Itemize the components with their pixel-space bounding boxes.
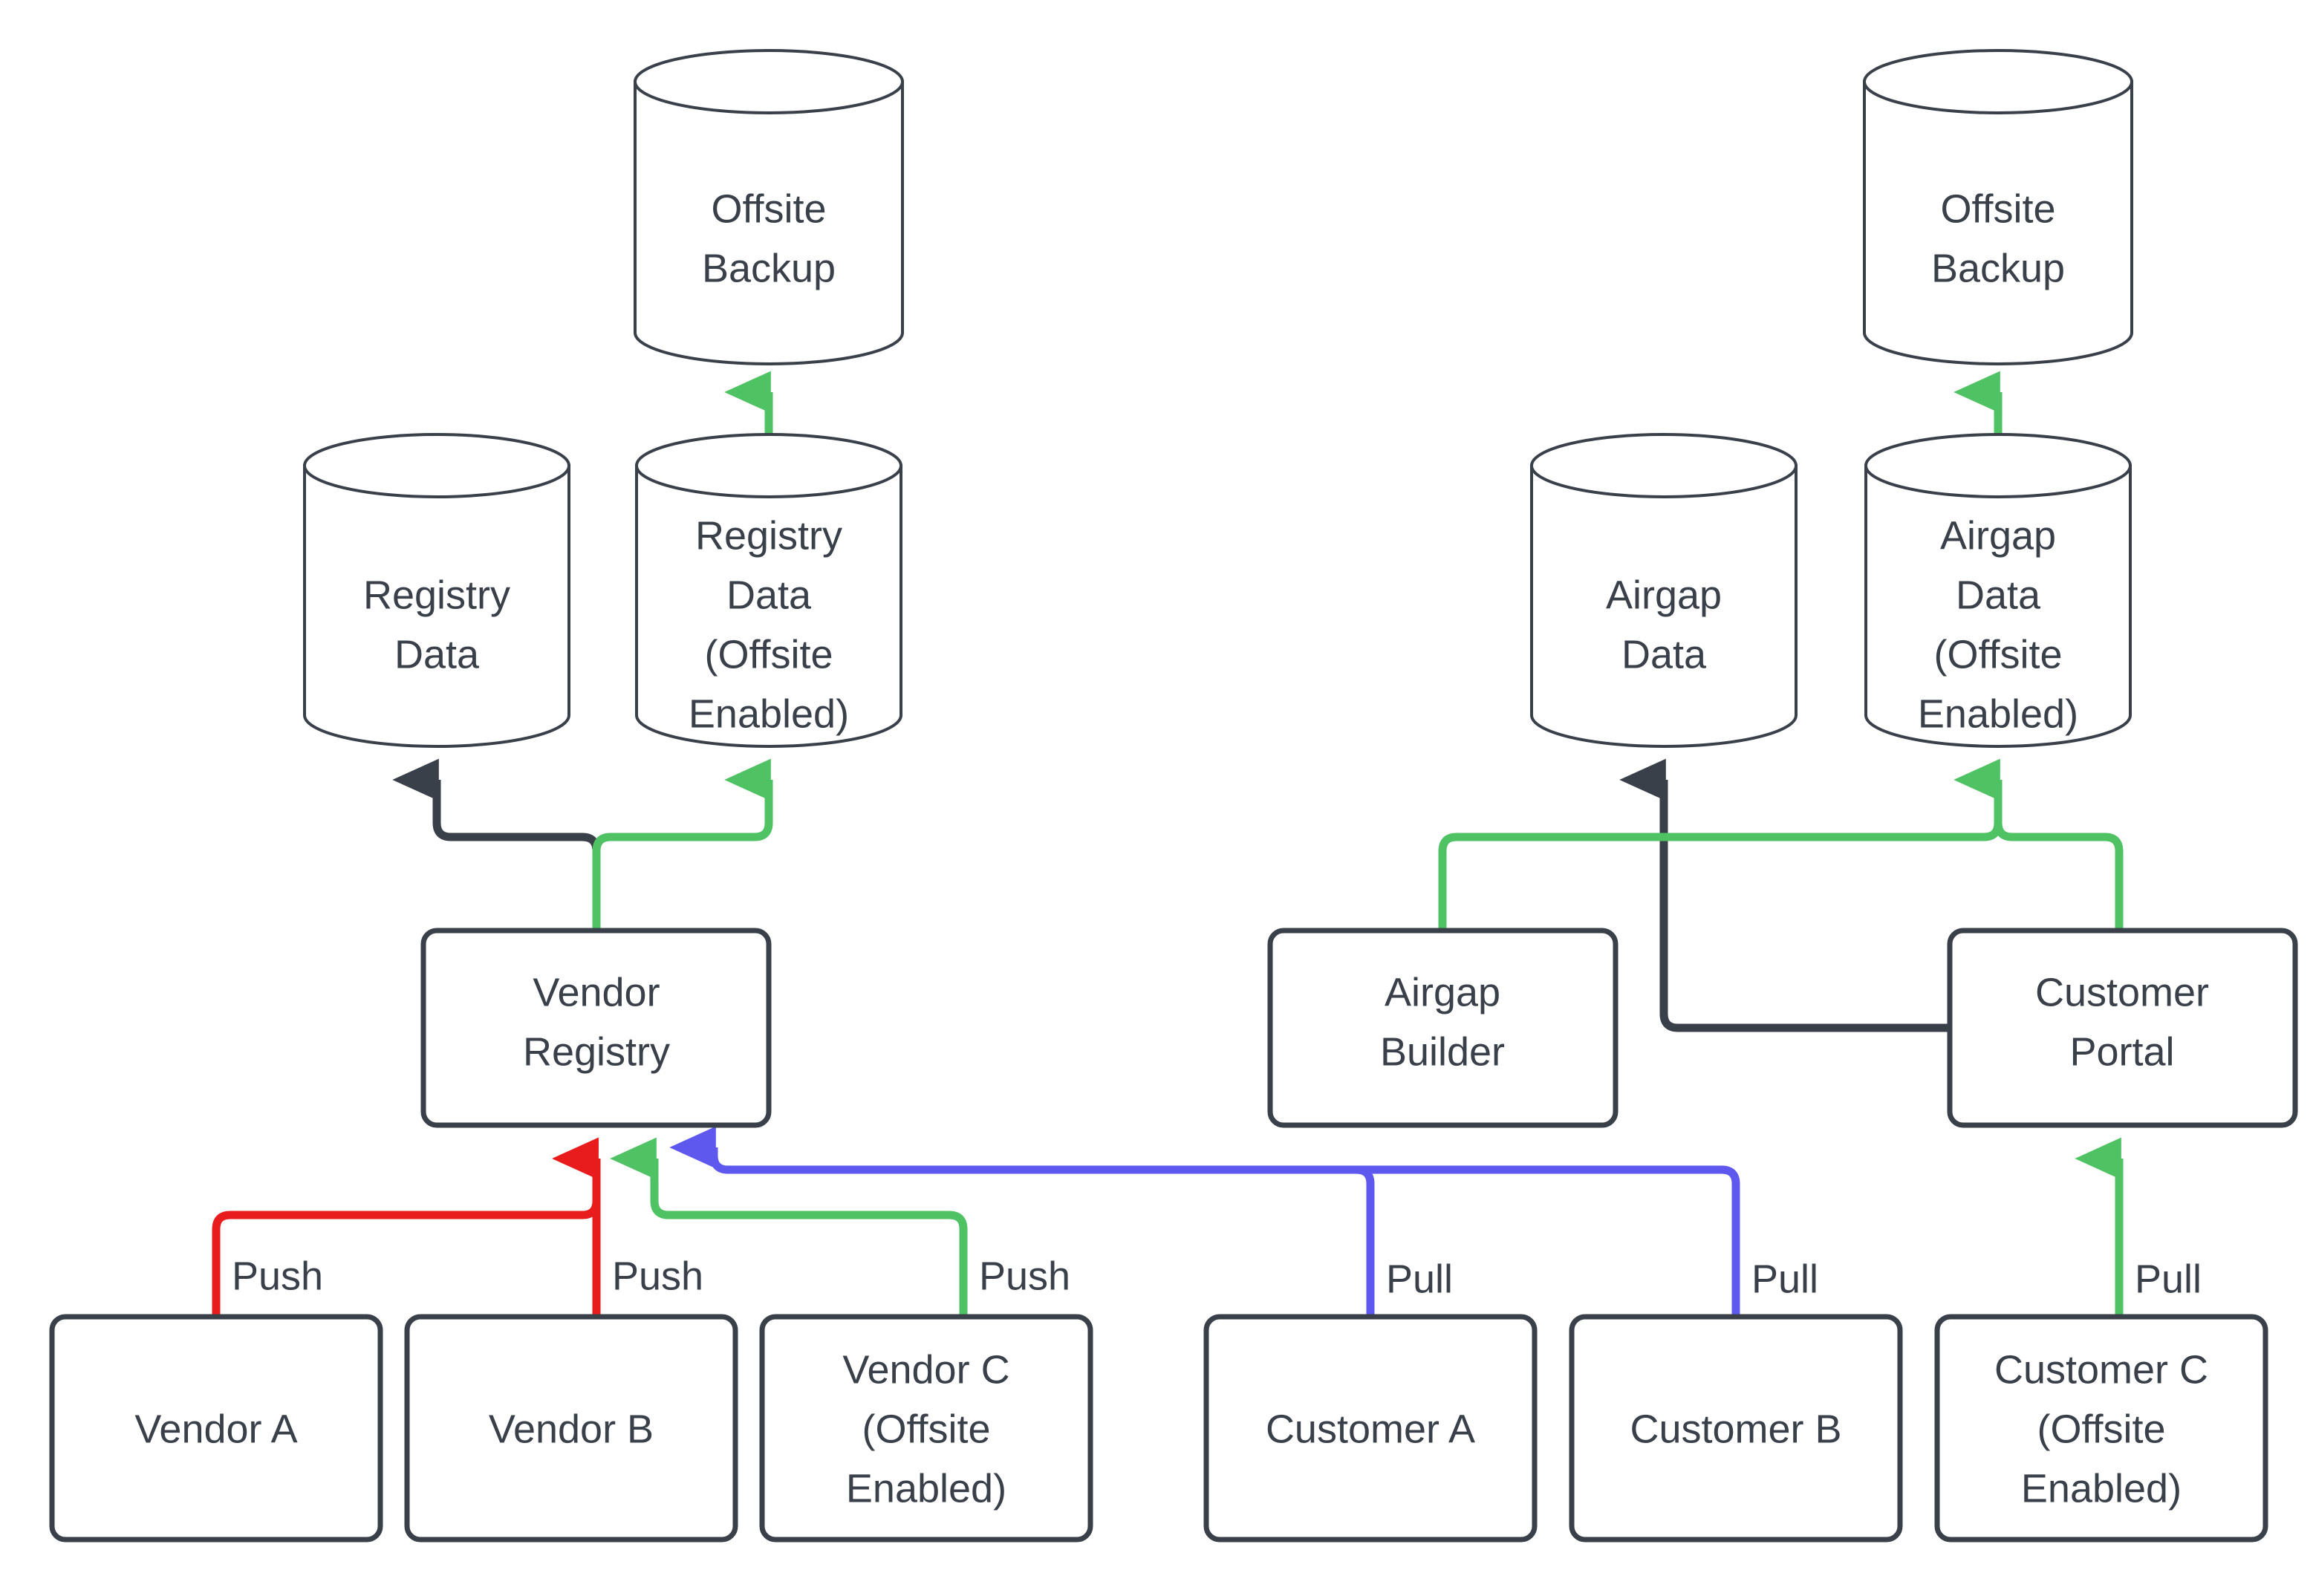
airgap-data-offsite-label-4: Enabled)	[1918, 691, 2078, 736]
edge-portal-to-airgap-data	[1619, 758, 1950, 1032]
edge-registry-to-data	[392, 758, 601, 931]
offsite-backup-left-label-1: Offsite	[711, 186, 826, 231]
vendor-c-label-1: Vendor C	[842, 1347, 1009, 1392]
node-registry-data[interactable]: Registry Data	[303, 433, 570, 748]
node-vendor-a[interactable]: Vendor A	[49, 1314, 383, 1543]
customer-b-label: Customer B	[1630, 1407, 1841, 1451]
customer-c-label-2: (Offsite	[2037, 1407, 2165, 1451]
airgap-data-label-2: Data	[1621, 632, 1707, 677]
customer-a-label: Customer A	[1266, 1407, 1475, 1451]
node-vendor-b[interactable]: Vendor B	[404, 1314, 738, 1543]
edge-label-push-2: Push	[612, 1254, 703, 1298]
registry-data-offsite-label-4: Enabled)	[689, 691, 849, 736]
customer-c-label-1: Customer C	[1994, 1347, 2208, 1392]
node-customer-portal[interactable]: Customer Portal	[1947, 928, 2298, 1128]
registry-data-offsite-label-2: Data	[726, 573, 812, 617]
edge-registry-to-data-offsite	[592, 758, 773, 931]
offsite-backup-right-label-1: Offsite	[1940, 186, 2055, 231]
registry-data-offsite-label-1: Registry	[695, 513, 842, 558]
vendor-registry-label-1: Vendor	[533, 970, 660, 1014]
node-airgap-data[interactable]: Airgap Data	[1530, 433, 1798, 748]
customer-portal-label-2: Portal	[2069, 1029, 2174, 1074]
vendor-b-label: Vendor B	[489, 1407, 654, 1451]
vendor-c-label-3: Enabled)	[846, 1466, 1006, 1511]
customer-portal-label-1: Customer	[2035, 970, 2209, 1014]
customer-c-label-3: Enabled)	[2021, 1466, 2182, 1511]
node-offsite-backup-left[interactable]: Offsite Backup	[634, 49, 904, 365]
airgap-data-label-1: Airgap	[1606, 573, 1722, 617]
registry-data-label-1: Registry	[363, 573, 510, 617]
edge-label-pull-1: Pull	[1386, 1257, 1453, 1301]
node-customer-c[interactable]: Customer C (Offsite Enabled)	[1934, 1314, 2268, 1543]
airgap-data-offsite-label-2: Data	[1956, 573, 2041, 617]
node-customer-b[interactable]: Customer B	[1569, 1314, 1903, 1543]
registry-data-label-2: Data	[394, 632, 480, 677]
airgap-builder-label-2: Builder	[1380, 1029, 1505, 1074]
vendor-c-label-2: (Offsite	[862, 1407, 990, 1451]
edge-vendor-c-push	[610, 1137, 968, 1317]
edge-customer-b-pull	[728, 1165, 1740, 1317]
edge-builder-to-airgap-offsite	[1438, 758, 2003, 931]
node-registry-data-offsite[interactable]: Registry Data (Offsite Enabled)	[635, 433, 902, 748]
node-vendor-c[interactable]: Vendor C (Offsite Enabled)	[759, 1314, 1093, 1543]
edge-label-push-3: Push	[979, 1254, 1070, 1298]
edge-portal-to-airgap-offsite	[1994, 780, 2124, 931]
offsite-backup-left-label-2: Backup	[702, 246, 836, 290]
edge-label-push-1: Push	[232, 1254, 323, 1298]
node-airgap-data-offsite[interactable]: Airgap Data (Offsite Enabled)	[1864, 433, 2132, 748]
vendor-a-label: Vendor A	[134, 1407, 297, 1451]
edge-label-pull-2: Pull	[1751, 1257, 1818, 1301]
node-offsite-backup-right[interactable]: Offsite Backup	[1863, 49, 2133, 365]
node-vendor-registry[interactable]: Vendor Registry	[420, 928, 772, 1128]
airgap-data-offsite-label-1: Airgap	[1940, 513, 2056, 558]
airgap-builder-label-1: Airgap	[1385, 970, 1500, 1014]
airgap-data-offsite-label-3: (Offsite	[1933, 632, 2062, 677]
node-airgap-builder[interactable]: Airgap Builder	[1267, 928, 1619, 1128]
registry-data-offsite-label-3: (Offsite	[704, 632, 833, 677]
edge-label-pull-3: Pull	[2135, 1257, 2202, 1301]
vendor-registry-label-2: Registry	[523, 1029, 670, 1074]
node-customer-a[interactable]: Customer A	[1203, 1314, 1538, 1543]
offsite-backup-right-label-2: Backup	[1931, 246, 2065, 290]
